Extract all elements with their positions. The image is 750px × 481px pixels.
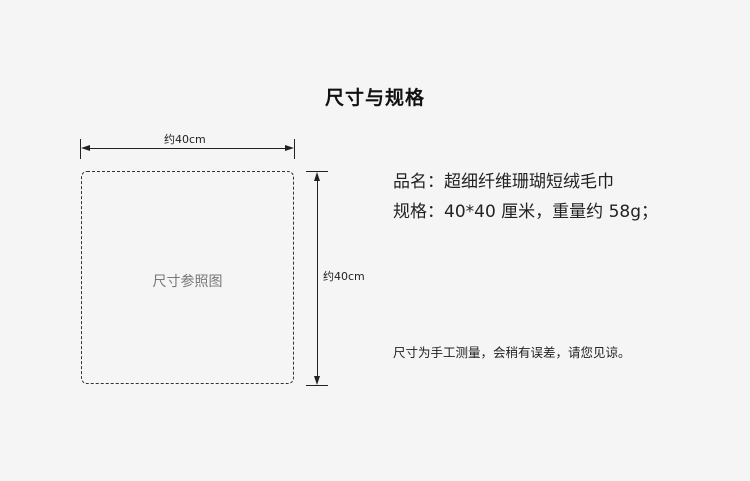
height-top-arrow-icon xyxy=(313,172,320,181)
product-name-key: 品名： xyxy=(393,172,444,192)
page-title: 尺寸与规格 xyxy=(324,87,425,109)
reference-box xyxy=(81,171,294,384)
product-name-value: 超细纤维珊瑚短绒毛巾 xyxy=(444,172,614,192)
height-bottom-tick xyxy=(306,385,328,386)
height-top-tick xyxy=(306,171,328,172)
product-spec-line: 规格：40*40 厘米，重量约 58g； xyxy=(393,197,658,222)
width-left-arrow-icon xyxy=(81,145,90,151)
measurement-note: 尺寸为手工测量，会稍有误差，请您见谅。 xyxy=(393,345,631,360)
product-spec-key: 规格： xyxy=(393,202,444,222)
height-bottom-arrow-icon xyxy=(313,376,320,385)
width-right-tick xyxy=(294,139,295,159)
width-label: 约40cm xyxy=(164,133,206,146)
height-label: 约40cm xyxy=(323,270,365,283)
width-right-arrow-icon xyxy=(285,145,294,151)
height-dimension-line xyxy=(317,175,318,382)
width-dimension-line xyxy=(84,148,291,149)
reference-label: 尺寸参照图 xyxy=(152,274,223,290)
product-spec-value: 40*40 厘米，重量约 58g； xyxy=(444,202,658,222)
product-name-line: 品名：超细纤维珊瑚短绒毛巾 xyxy=(393,167,614,192)
width-left-tick xyxy=(80,139,81,159)
